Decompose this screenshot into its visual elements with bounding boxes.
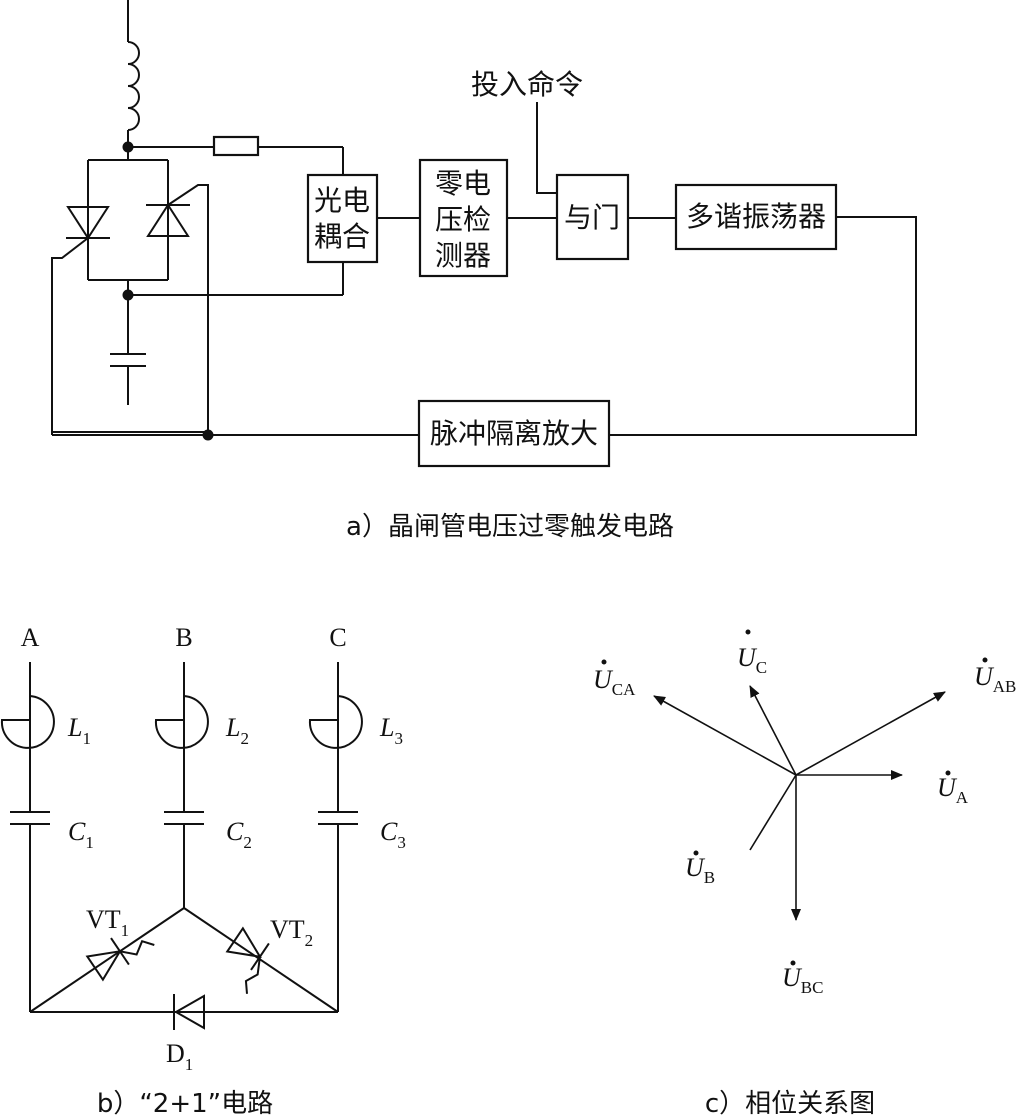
optocoupler-block	[306, 173, 379, 264]
thyristor-vt1	[85, 937, 155, 982]
svg-text:UB: UB	[685, 853, 715, 887]
and-gate-label: 与门	[564, 201, 620, 234]
diode-d1	[173, 994, 205, 1030]
label-ub: UB	[685, 850, 715, 887]
command-wire	[536, 102, 557, 194]
vt2-label: VT2	[270, 915, 313, 950]
zero-detector-label-3: 测器	[435, 239, 491, 272]
zero-detector-label-2: 压检	[435, 203, 491, 236]
phase-c-label: C	[329, 623, 346, 652]
command-label: 投入命令	[471, 68, 583, 101]
phase-a-branch	[0, 662, 55, 1012]
label-uab: UAB	[974, 657, 1016, 696]
phasor-diagram: UCA UC UAB UA UB UBC c）相位关系图	[593, 629, 1016, 1119]
optocoupler-label-1: 光电	[314, 184, 370, 217]
inductor-l3-label: L3	[379, 713, 403, 748]
capacitor-c2-label: C2	[226, 817, 252, 852]
label-ua: UA	[937, 770, 969, 807]
zero-voltage-detector-block	[418, 158, 509, 278]
phase-b-branch	[154, 662, 209, 908]
svg-text:UA: UA	[937, 773, 969, 807]
caption-a: a）晶闸管电压过零触发电路	[346, 512, 674, 542]
d1-label: D1	[166, 1039, 193, 1074]
inductor-l2-label: L2	[225, 713, 249, 748]
thyristor-right	[146, 184, 209, 435]
reactor-inductor	[127, 41, 140, 131]
resistor	[212, 135, 260, 157]
phase-b-label: B	[175, 623, 192, 652]
optocoupler-label-2: 耦合	[314, 220, 370, 253]
pulse-amplifier-label: 脉冲隔离放大	[430, 417, 598, 450]
thyristor-left	[51, 206, 110, 432]
phase-c-branch	[308, 662, 363, 1012]
multivibrator-label: 多谐振荡器	[686, 200, 826, 233]
capacitor-c3-label: C3	[380, 817, 406, 852]
caption-b: b）“2+1”电路	[97, 1089, 273, 1119]
svg-text:UAB: UAB	[974, 662, 1016, 696]
phase-a-label: A	[21, 623, 40, 652]
svg-text:UC: UC	[737, 643, 767, 677]
phasor-uab	[795, 691, 946, 776]
caption-c: c）相位关系图	[705, 1089, 875, 1119]
capacitor-a	[110, 353, 146, 367]
inductor-l1-label: L1	[67, 713, 91, 748]
pulse-amplifier-block	[417, 399, 611, 468]
thyristor-vt2	[225, 926, 270, 994]
circuit-a: 光电 耦合 零电 压检 测器 投入命令 与门 多谐振荡器 脉冲隔离放大 a）晶闸…	[51, 0, 917, 542]
label-ubc: UBC	[782, 960, 823, 997]
feedback-wire	[609, 216, 917, 436]
circuit-b: A B C L1 L2 L3	[0, 623, 406, 1119]
vt1-label: VT1	[86, 905, 129, 940]
svg-text:UCA: UCA	[593, 665, 636, 699]
phasor-uca	[653, 695, 797, 776]
zero-detector-label-1: 零电	[435, 167, 491, 200]
svg-text:UBC: UBC	[782, 963, 823, 997]
capacitor-c1-label: C1	[68, 817, 94, 852]
phasor-ub	[749, 774, 797, 851]
label-uca: UCA	[593, 659, 636, 699]
label-uc: UC	[737, 629, 767, 677]
phasor-uc	[749, 685, 797, 776]
and-gate-block	[555, 173, 630, 261]
